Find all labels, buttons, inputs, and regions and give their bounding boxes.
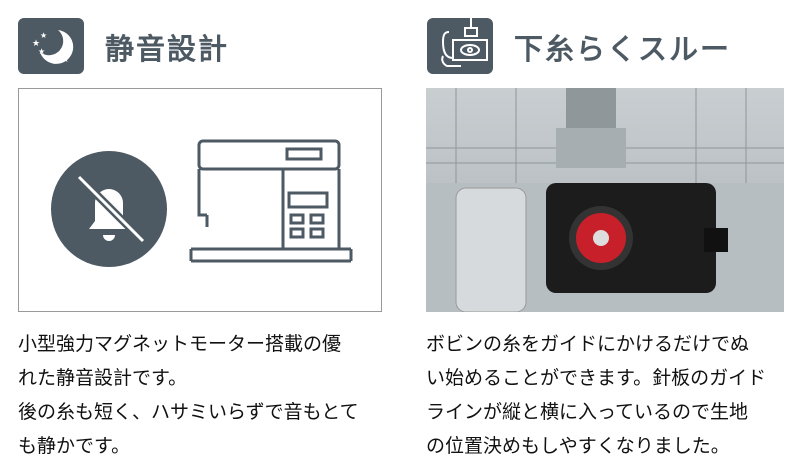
description-line: 小型強力マグネットモーター搭載の優 xyxy=(18,333,342,355)
bobbin-threading-icon xyxy=(427,18,493,74)
sewing-machine-icon xyxy=(189,139,353,263)
feature-title: 静音設計 xyxy=(105,32,230,66)
bobbin-photo xyxy=(426,88,784,313)
description-line: れた静音設計です。 xyxy=(18,367,188,389)
description-line: ラインが縦と横に入っているので生地 xyxy=(426,401,749,423)
moon-stars-icon: ★★★★★ xyxy=(18,18,84,74)
description-line: も静かです。 xyxy=(18,435,131,457)
svg-text:★: ★ xyxy=(32,39,40,49)
description-line: の位置決めもしやすくなりました。 xyxy=(426,435,730,457)
feature-description: 小型強力マグネットモーター搭載の優 れた静音設計です。 後の糸も短く、ハサミいら… xyxy=(18,327,359,463)
feature-description: ボビンの糸をガイドにかけるだけでぬ い始めることができます。針板のガイド ライン… xyxy=(426,327,766,463)
svg-text:★: ★ xyxy=(62,55,69,64)
description-line: 後の糸も短く、ハサミいらずで音もとて xyxy=(18,401,359,423)
svg-text:★: ★ xyxy=(66,41,73,50)
feature-title: 下糸らくスルー xyxy=(514,32,732,66)
description-line: ボビンの糸をガイドにかけるだけでぬ xyxy=(426,333,750,355)
silent-design-illustration xyxy=(18,88,382,312)
svg-text:★: ★ xyxy=(38,47,45,56)
svg-text:★: ★ xyxy=(40,31,47,40)
description-line: い始めることができます。針板のガイド xyxy=(426,367,767,389)
